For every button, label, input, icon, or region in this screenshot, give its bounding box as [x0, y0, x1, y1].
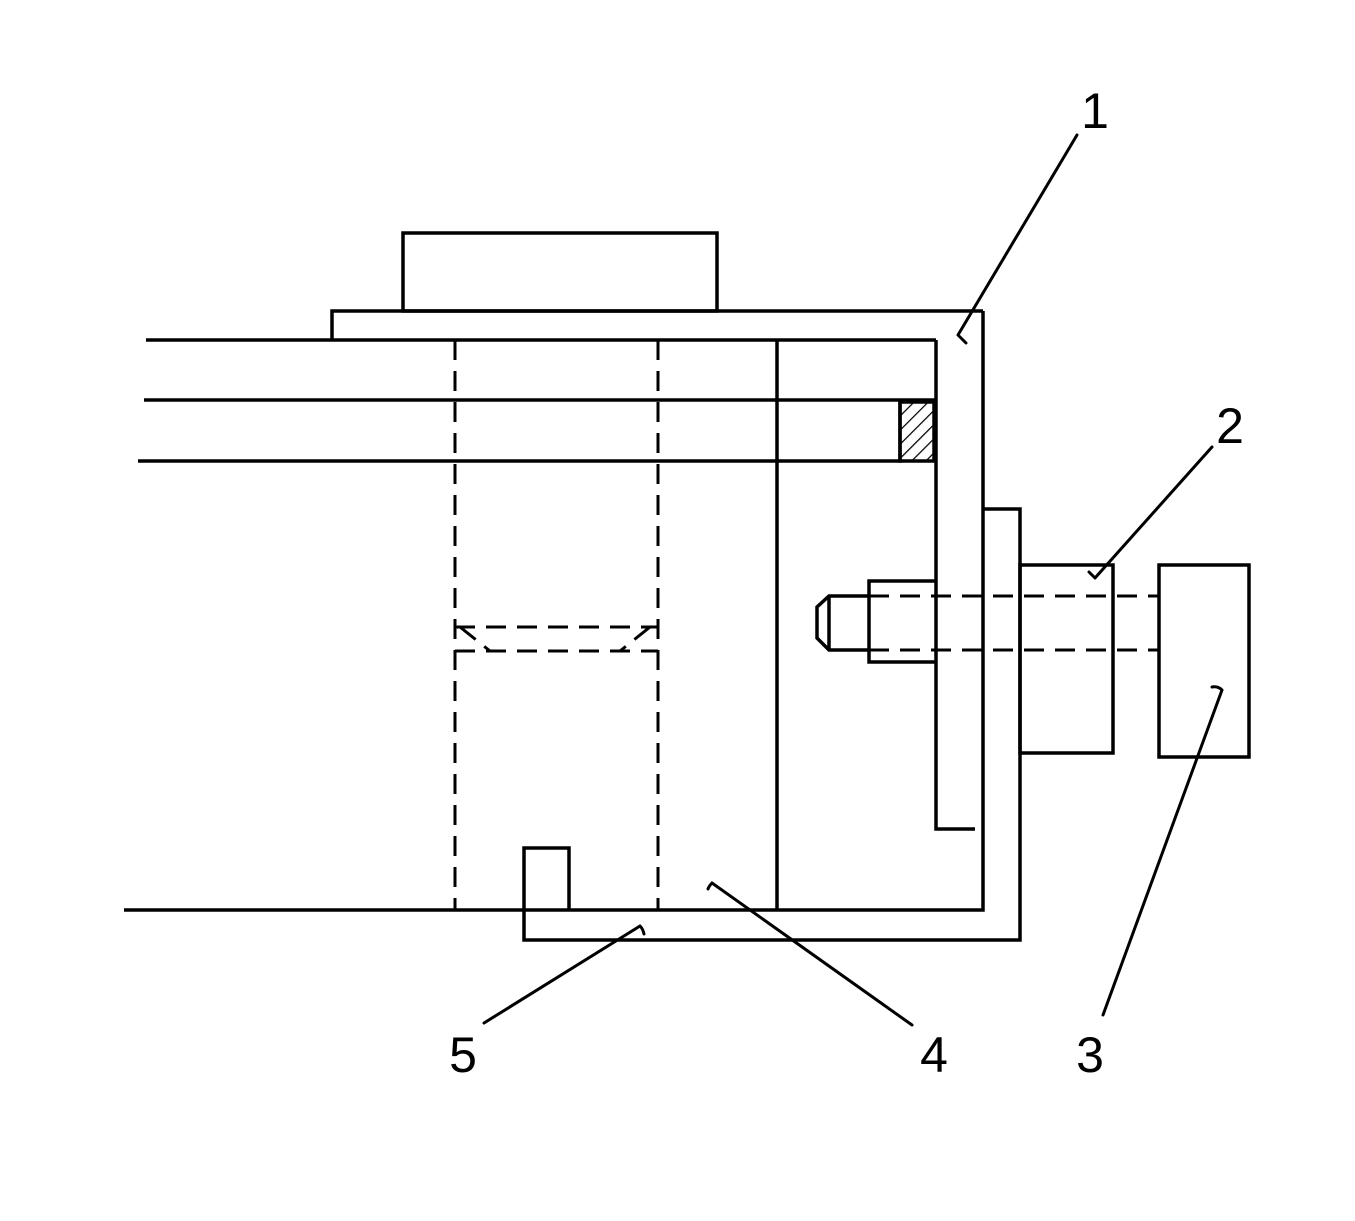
top-block	[401, 231, 719, 313]
bore-chamfer-right	[619, 625, 651, 653]
leader-1	[956, 133, 1079, 345]
leader-3	[1101, 685, 1224, 1017]
hatched-seal	[898, 400, 936, 463]
bore-chamfer-left	[459, 625, 491, 653]
top-plate	[330, 309, 983, 340]
bracket-inner-leg	[934, 340, 975, 831]
callout-label-3: 3	[1076, 1027, 1104, 1083]
leader-4	[706, 881, 914, 1027]
leader-2	[1087, 445, 1214, 580]
callout-label-4: 4	[920, 1027, 948, 1083]
bolt-nut	[1018, 563, 1115, 755]
leader-5	[482, 924, 646, 1025]
tool-base-plate	[522, 507, 1022, 942]
callout-label-1: 1	[1081, 83, 1109, 139]
rail-lower-line	[138, 400, 902, 463]
knob	[1157, 563, 1251, 759]
bolt-tip	[815, 594, 869, 652]
callout-label-2: 2	[1216, 398, 1244, 454]
callout-label-5: 5	[449, 1027, 477, 1083]
bolt-collar	[867, 579, 936, 664]
